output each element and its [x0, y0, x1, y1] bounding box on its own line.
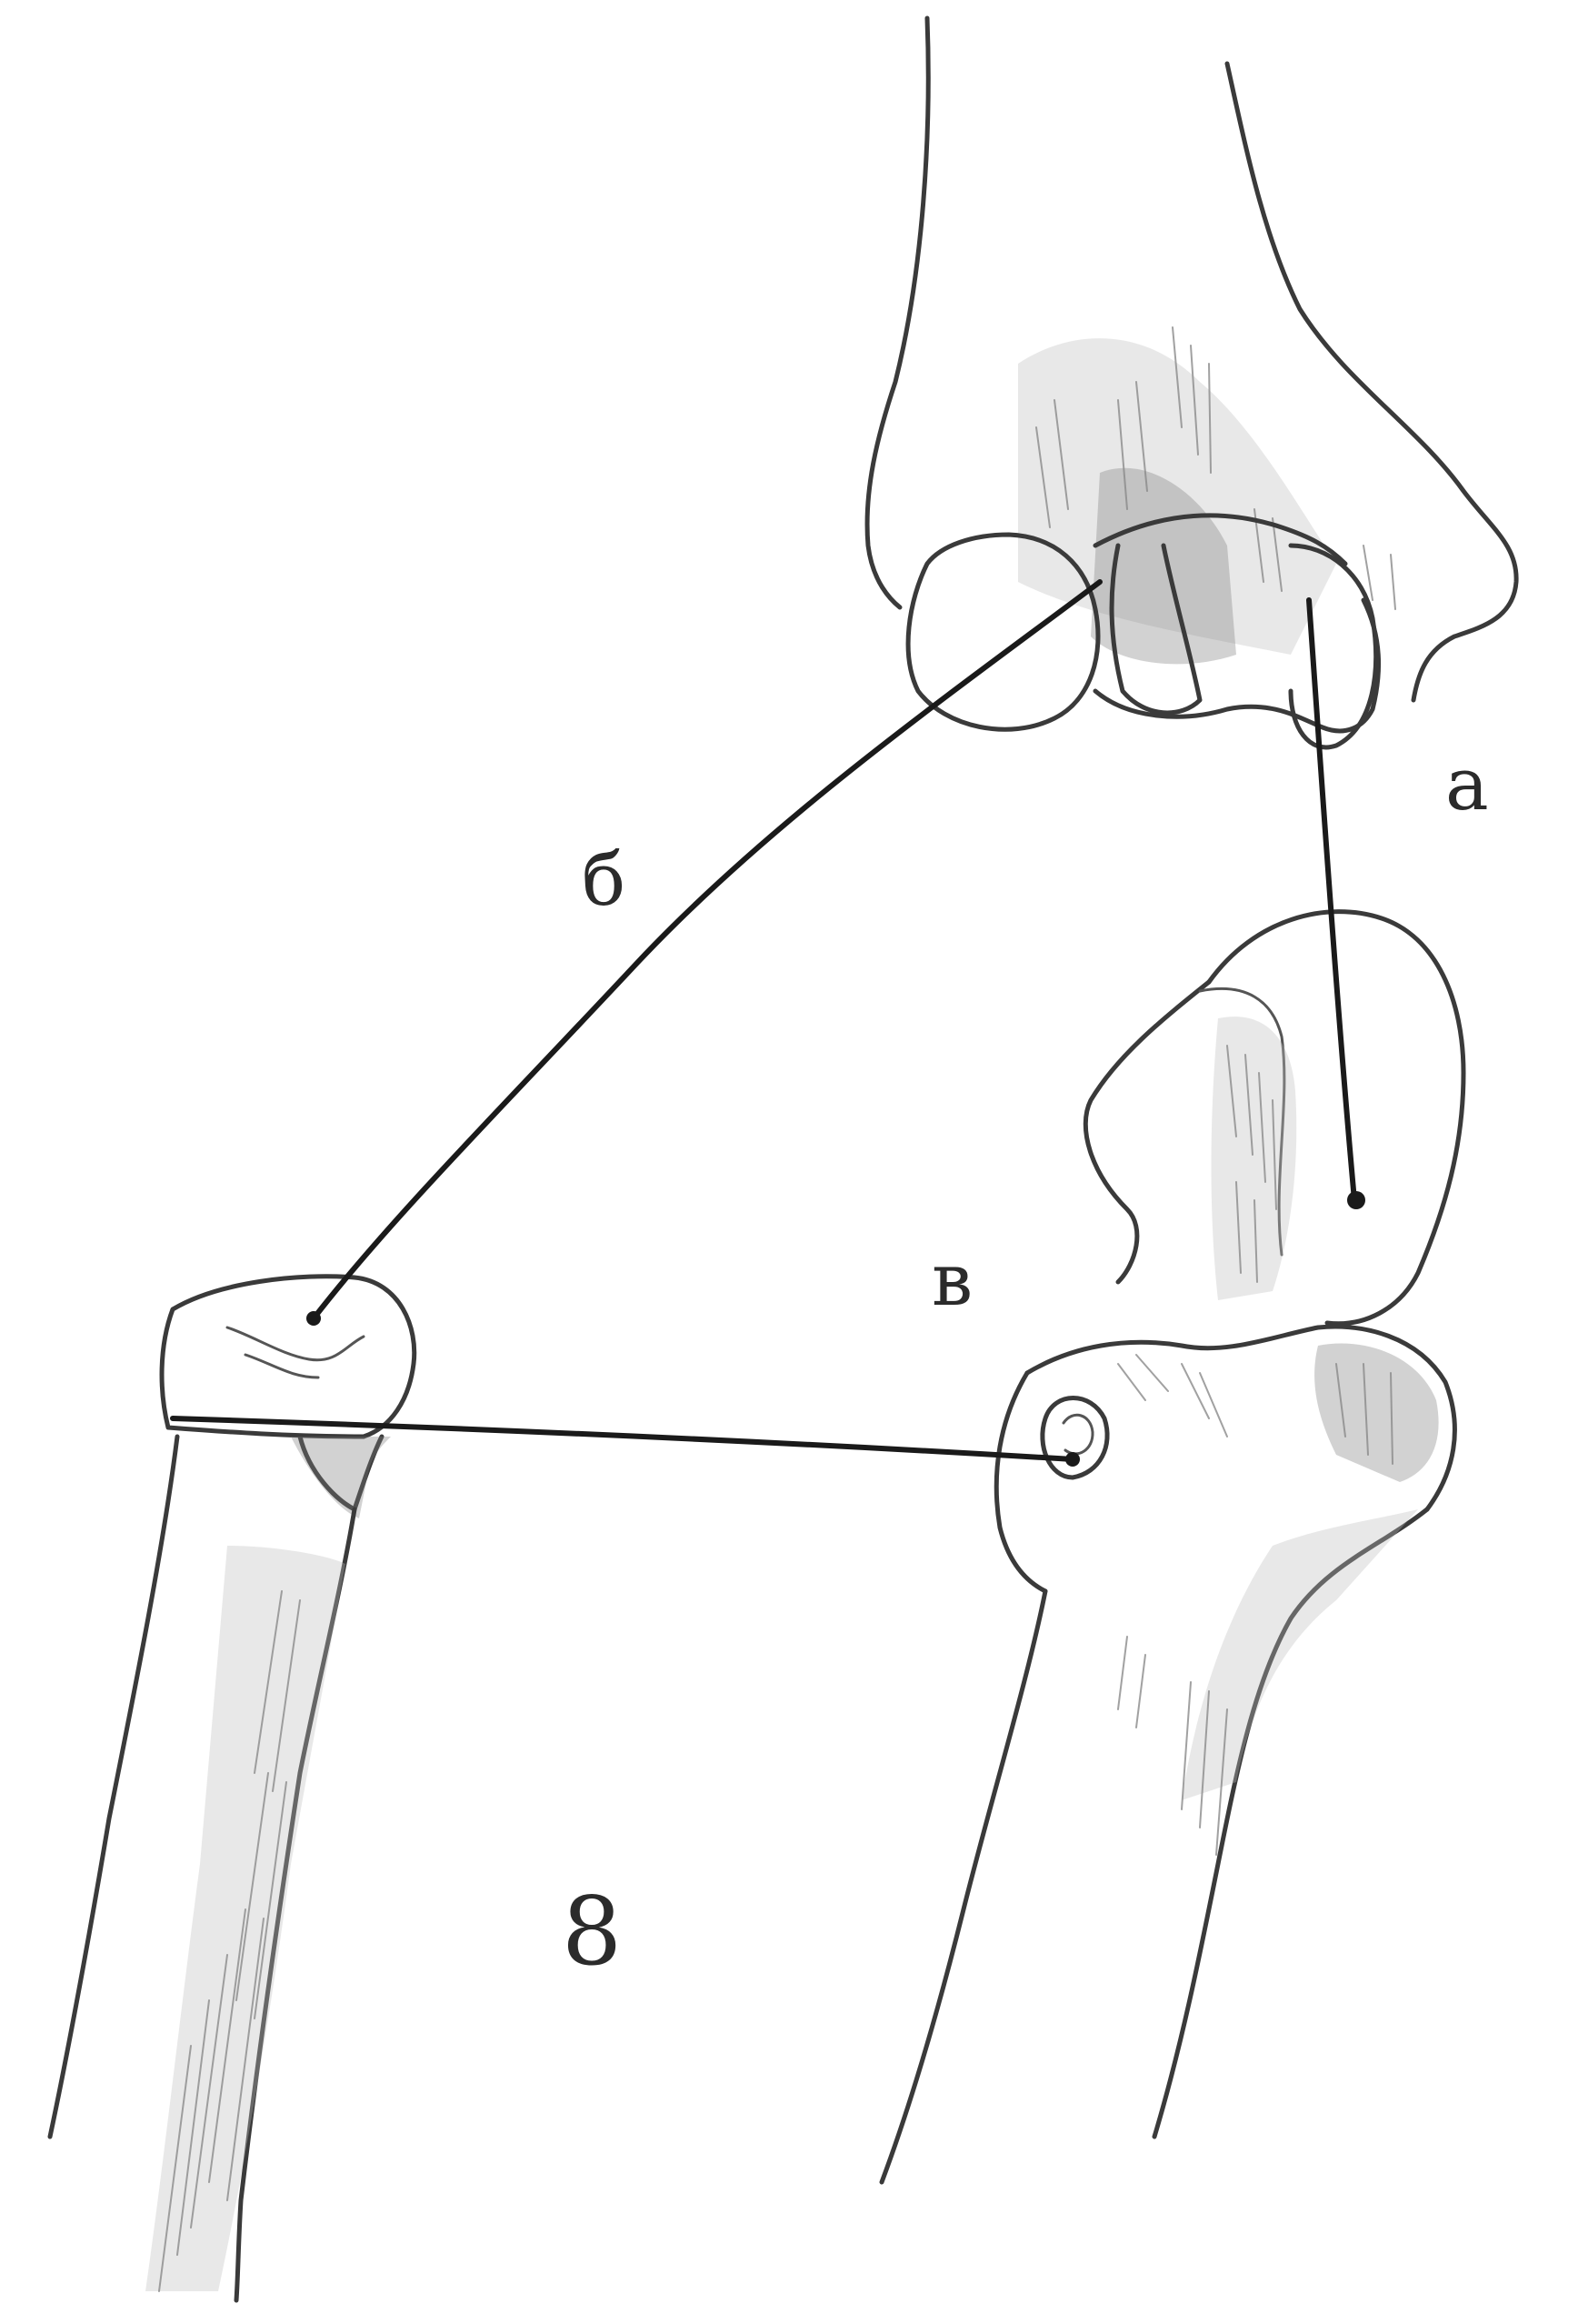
lower-left-bone-shaft-left: [50, 1437, 177, 2137]
lower-left-bone-neck-shade: [291, 1437, 391, 1518]
label-v: в: [932, 1237, 973, 1322]
guide-line-b-end-dot: [306, 1311, 321, 1326]
guide-line-v-end-dot: [1065, 1452, 1080, 1467]
label-b: б: [582, 837, 625, 922]
guide-line-a-end-dot: [1347, 1191, 1365, 1209]
upper-bone-left-edge: [867, 18, 928, 607]
lower-right-bone-rim-left: [996, 1373, 1045, 1591]
lower-right-bone-tubercle-inner: [1064, 1415, 1093, 1454]
lower-right-bone-shaft-left: [882, 1591, 1045, 2182]
lower-right-bone-condyle-shade: [1314, 1344, 1439, 1483]
guide-line-b: [314, 582, 1100, 1318]
lower-right-bone-head-shade: [1212, 1017, 1297, 1300]
upper-bone: [867, 18, 1516, 747]
lower-left-bone-head: [162, 1277, 414, 1437]
guide-line-a: [1309, 600, 1354, 1200]
label-a: а: [1445, 742, 1489, 826]
lower-right-bone-shaft-shade: [1182, 1509, 1418, 1800]
lower-left-bone: [50, 1277, 414, 2300]
lower-right-bone-head-left: [1085, 982, 1209, 1282]
label-number: 8: [562, 1876, 622, 1987]
lower-right-bone: [882, 912, 1463, 2182]
